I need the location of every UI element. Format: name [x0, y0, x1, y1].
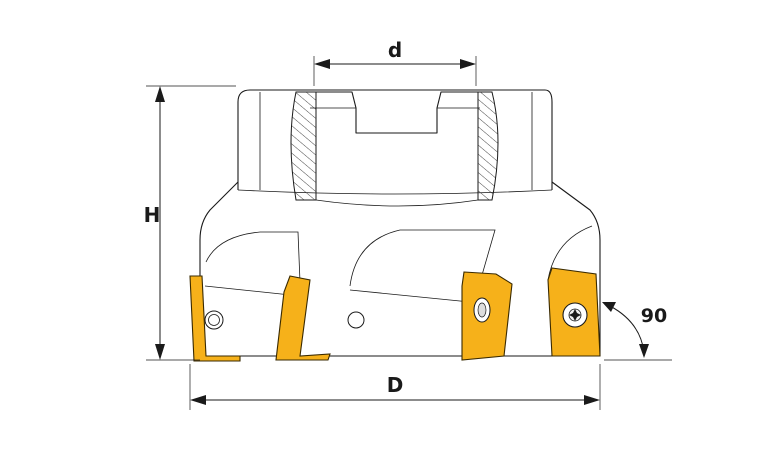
dim-angle: 90	[602, 302, 672, 361]
keyway-slot	[296, 91, 492, 134]
flute-1	[205, 231, 301, 283]
label-angle: 90	[641, 305, 667, 327]
body-outline	[199, 181, 601, 357]
dim-d: d	[313, 38, 477, 86]
label-H: H	[144, 203, 161, 227]
dim-H: H	[144, 85, 236, 361]
flute-ledge-2	[349, 289, 471, 303]
insert-1	[189, 275, 241, 362]
insert-4	[547, 267, 601, 357]
screw-hole-center	[347, 311, 365, 329]
hub-outline	[237, 89, 553, 190]
cutter-body	[199, 89, 601, 357]
insert-2	[275, 275, 331, 361]
flute-3	[547, 225, 593, 281]
bore-bottom	[315, 199, 479, 207]
label-D: D	[387, 373, 404, 397]
label-d: d	[388, 38, 402, 62]
flute-2	[349, 229, 496, 287]
bore-hatch-right	[477, 91, 499, 201]
neck-line	[237, 189, 553, 195]
insert-3	[461, 271, 513, 361]
dim-D: D	[189, 364, 601, 410]
screw-hole-left	[204, 310, 224, 330]
bore-hatch-left	[290, 91, 317, 201]
hub-inner-lines	[259, 92, 533, 190]
